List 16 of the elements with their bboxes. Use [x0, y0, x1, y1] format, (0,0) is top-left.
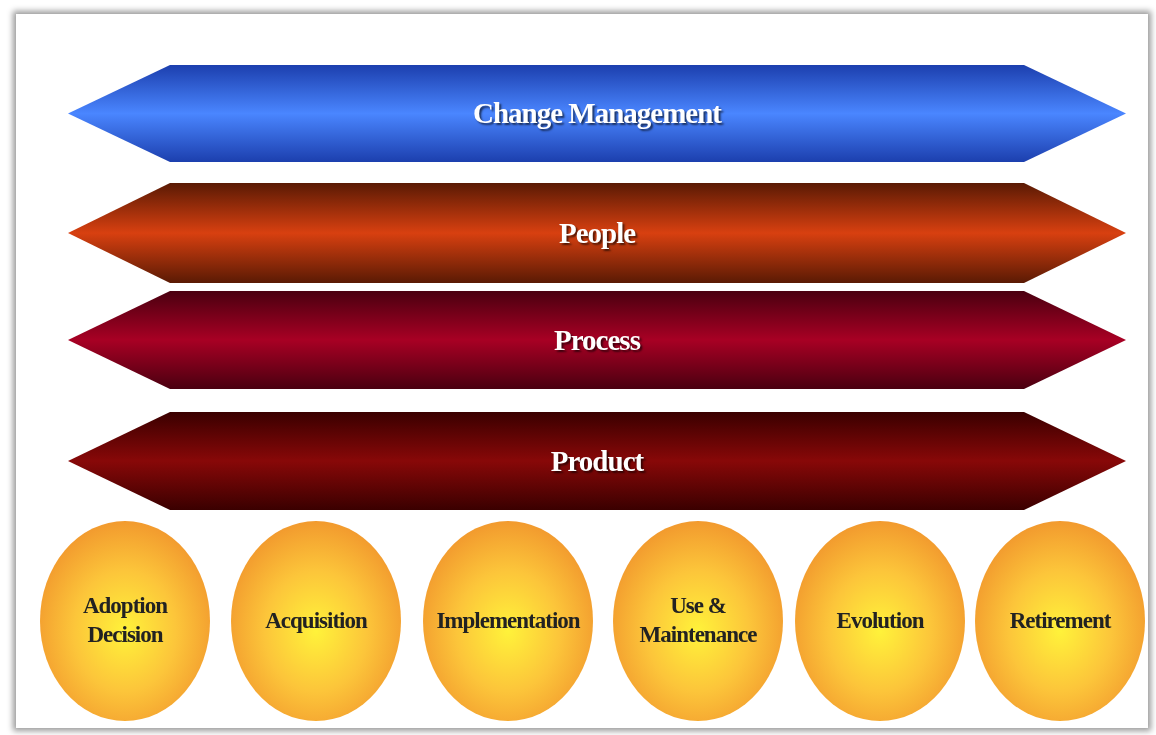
band-label: People: [558, 216, 636, 250]
phase-label: Acquisition: [264, 606, 369, 635]
phase-label: Implementation: [435, 606, 581, 635]
phase-label: Use & Maintenance: [638, 592, 758, 649]
phase-label: Retirement: [1008, 606, 1112, 635]
phase-circle: [974, 520, 1146, 722]
phase-circle: [794, 520, 966, 722]
phase-circle: [422, 520, 594, 722]
phase-circle: [39, 520, 211, 722]
band-label: Process: [554, 323, 640, 357]
phase-label: Evolution: [835, 606, 925, 635]
phase-circle: [612, 520, 784, 722]
phase-label: Adoption Decision: [81, 592, 169, 649]
band-label: Product: [550, 444, 644, 478]
phase-circle: [230, 520, 402, 722]
band-label: Change Management: [473, 97, 721, 130]
